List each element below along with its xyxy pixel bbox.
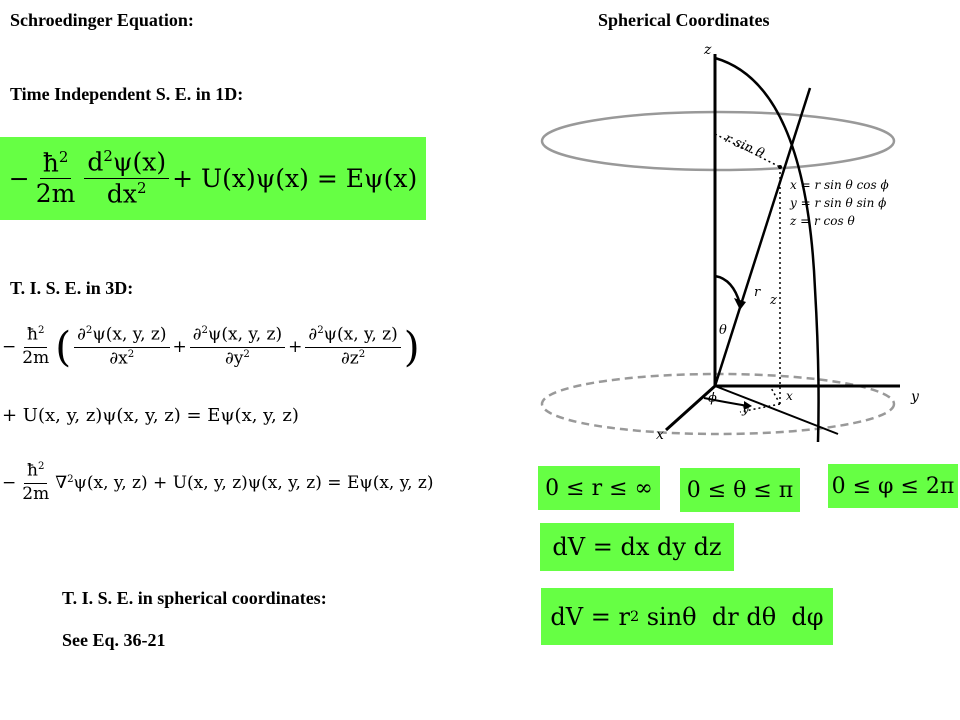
equation-3d-nabla: − ħ2 2m ∇2 ψ(x, y, z) + U(x, y, z)ψ(x, y… [2, 460, 434, 504]
eq3d-open-paren: ( [55, 322, 72, 371]
r-sin-theta-dotted [714, 133, 781, 168]
label-x-small: x [786, 389, 793, 403]
title-spherical-coordinates: Spherical Coordinates [598, 10, 770, 30]
eq3d-psi-z: ψ(x, y, z) [323, 324, 398, 345]
eq3d-hbar: ħ [27, 324, 38, 345]
eqn-hbar-exp: 2 [37, 461, 45, 472]
eq3d-hbar-exp: 2 [37, 325, 45, 337]
phi-arrowhead [744, 401, 752, 410]
axis-label-z: z [703, 42, 712, 58]
eq3d-den-z-exp: 2 [358, 348, 366, 360]
eqn-nabla: ∇ [55, 472, 68, 493]
dv-spherical-prefix: dV = r [550, 602, 630, 631]
eq1d-hbar-fraction: ħ2 2m [33, 147, 79, 209]
projection-line [714, 385, 839, 435]
eq3d-psi-x: ψ(x, y, z) [92, 324, 167, 345]
lower-ellipse-dashed [540, 372, 896, 436]
eq3d-2m: 2m [22, 347, 50, 368]
dv-cartesian-box: dV = dx dy dz [540, 523, 734, 571]
equation-3d-expanded: − ħ2 2m ( ∂2ψ(x, y, z) ∂x2 + ∂2ψ(x, y, z… [2, 322, 420, 371]
x-axis-line [664, 384, 717, 432]
label-theta: θ [719, 323, 727, 338]
r-vector-line [713, 87, 812, 387]
range-phi-box: 0 ≤ φ ≤ 2π [828, 464, 958, 508]
eq3d-partial-z-exp: 2 [317, 325, 324, 336]
eqn-hbar: ħ [27, 460, 38, 481]
eq-z-spherical: z = r cos θ [789, 214, 855, 228]
eq1d-d: d [87, 147, 104, 177]
eq1d-rest: + U(x)ψ(x) = Eψ(x) [172, 164, 418, 193]
eq3d-d2y-fraction: ∂2ψ(x, y, z) ∂y2 [189, 324, 286, 369]
range-r-box: 0 ≤ r ≤ ∞ [538, 466, 660, 510]
point-marker [778, 165, 782, 169]
eq3d-den-y-exp: 2 [243, 348, 250, 360]
label-phi: ϕ [708, 391, 717, 406]
label-z-height: z [769, 293, 777, 308]
meridian-arc [714, 56, 820, 443]
axis-label-y: y [910, 389, 920, 405]
eq3d-partial-z: ∂ [308, 324, 318, 345]
equation-1d: − ħ2 2m d2ψ(x) dx2 + U(x)ψ(x) = Eψ(x) [0, 137, 426, 220]
eq1d-derivative-fraction: d2ψ(x) dx2 [84, 147, 170, 209]
eq-y-spherical: y = r sin θ sin ϕ [789, 196, 886, 210]
eqn-nabla-exp: 2 [67, 474, 74, 485]
eq1d-hbar-exp: 2 [58, 147, 69, 166]
eq3d-close-paren: ) [403, 322, 420, 371]
heading-see-eq: See Eq. 36-21 [62, 630, 166, 650]
eqn-2m: 2m [22, 483, 50, 504]
eq3d-den-z: ∂z [340, 348, 359, 369]
dv-spherical-exp: 2 [629, 608, 640, 625]
eq1d-psi: ψ(x) [112, 147, 167, 177]
projection-dotted-2 [739, 403, 781, 413]
eq3d-den-x-exp: 2 [127, 348, 135, 360]
eq1d-minus: − [8, 164, 30, 193]
eq3d-partial-y: ∂ [192, 324, 202, 345]
eq-x-spherical: x = r sin θ cos ϕ [790, 178, 889, 192]
label-r: r [754, 285, 761, 300]
heading-3d: T. I. S. E. in 3D: [10, 278, 134, 298]
dv-spherical-suffix: sinθ dr dθ dφ [639, 602, 824, 631]
eq3d-psi-y: ψ(x, y, z) [208, 324, 283, 345]
label-y-small: y [741, 402, 749, 416]
eq3d-den-x: ∂x [109, 348, 128, 369]
eq3d-plus-1: + [172, 337, 187, 357]
eqn-tail: ψ(x, y, z) + U(x, y, z)ψ(x, y, z) = Eψ(x… [73, 472, 434, 493]
eq3d-partial-x-exp: 2 [85, 325, 93, 336]
eq3d-plus-2: + [288, 337, 303, 357]
axis-label-x: x [656, 427, 664, 443]
eq3d-hbar-fraction: ħ2 2m [19, 324, 52, 368]
heading-1d: Time Independent S. E. in 1D: [10, 84, 244, 104]
eq3d-den-y: ∂y [225, 348, 244, 369]
eq3d-d2x-fraction: ∂2ψ(x, y, z) ∂x2 [74, 324, 170, 369]
eq3d-partial-y-exp: 2 [201, 325, 209, 336]
upper-ellipse [540, 110, 896, 172]
eq3d-d2z-fraction: ∂2ψ(x, y, z) ∂z2 [305, 324, 401, 369]
eq3d-partial-x: ∂ [77, 324, 86, 345]
projection-dotted [769, 385, 781, 405]
eq3d-minus: − [2, 337, 17, 357]
eq1d-dx: dx [106, 179, 138, 209]
range-theta-box: 0 ≤ θ ≤ π [680, 468, 800, 512]
heading-spherical-se: T. I. S. E. in spherical coordinates: [62, 588, 327, 608]
label-r-sin-theta: r sin θ [722, 131, 766, 162]
eq1d-hbar: ħ [42, 147, 59, 177]
eqn-minus: − [2, 472, 17, 493]
title-schroedinger: Schroedinger Equation: [10, 10, 194, 30]
equation-3d-line2: + U(x, y, z)ψ(x, y, z) = Eψ(x, y, z) [2, 405, 299, 426]
theta-arrowhead [734, 298, 746, 310]
eq1d-dx-exp: 2 [137, 179, 147, 197]
eq1d-2m: 2m [35, 179, 76, 209]
spherical-coordinates-diagram: z y x r sin θ r z θ ϕ x y x = r sin θ co… [540, 42, 920, 443]
eqn-hbar-fraction: ħ2 2m [19, 460, 52, 504]
eq1d-d-exp: 2 [103, 147, 113, 166]
